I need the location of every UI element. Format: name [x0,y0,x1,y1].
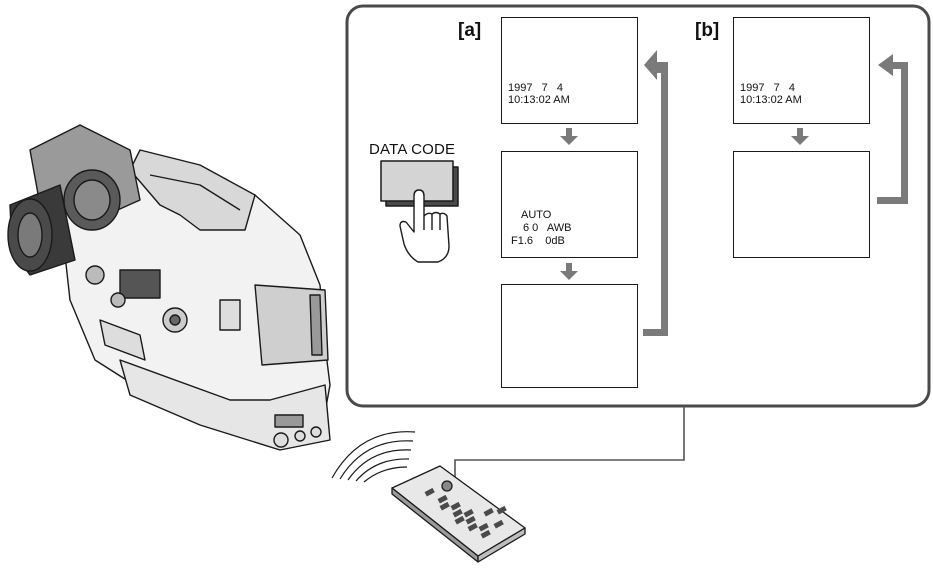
panel-a-screen-blank [501,284,638,388]
panel-a-label: [a] [458,20,482,41]
down-arrow-icon [560,128,578,145]
data-code-button-label: DATA CODE [369,141,456,158]
remote-control-icon [391,465,526,563]
pointing-hand-icon [399,189,450,263]
panel-b-date-text: 1997 7 4 [740,82,796,94]
panel-b-label: [b] [695,20,720,41]
panel-b-screen-date: 1997 7 4 10:13:02 AM [733,17,870,124]
down-arrow-icon [560,263,578,280]
panel-b-screen-blank [733,151,870,258]
panel-b-time-text: 10:13:02 AM [740,94,802,106]
connector-line [454,406,685,478]
panel-a-auto-text: AUTO [521,209,552,221]
signal-waves-icon [331,431,416,483]
panel-a-screen-date: 1997 7 4 10:13:02 AM [501,17,638,124]
panel-a-time-text: 10:13:02 AM [508,94,570,106]
panel-a-date-text: 1997 7 4 [508,82,564,94]
panel-a-screen-settings: AUTO 6 0 AWB F1.6 0dB [501,151,638,258]
down-arrow-icon [791,128,809,145]
camcorder-icon [7,124,331,451]
panel-a-shutter-awb-text: 6 0 AWB [523,222,572,234]
panel-a-fstop-gain-text: F1.6 0dB [511,235,565,247]
loop-arrow-icon [643,50,668,336]
loop-arrow-icon [877,54,908,204]
